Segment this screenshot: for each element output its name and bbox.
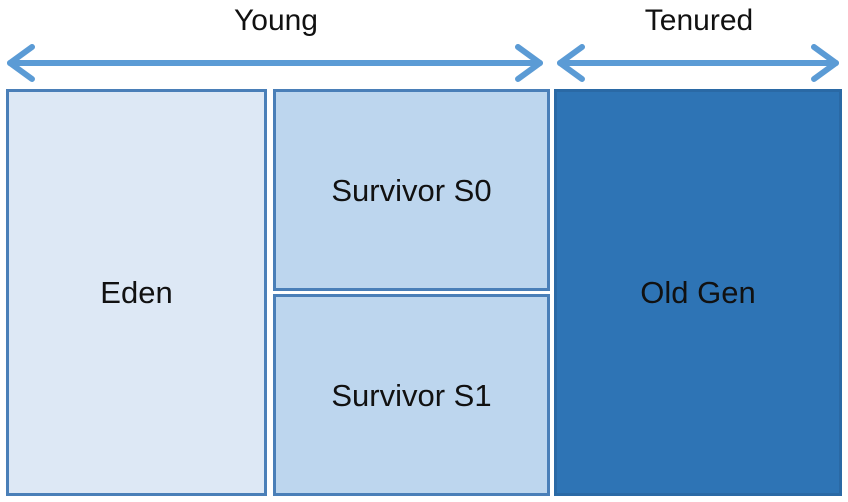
survivor-s1-label: Survivor S1 (331, 377, 492, 413)
survivor-s0-space: Survivor S0 (273, 89, 550, 291)
survivor-s0-label: Survivor S0 (331, 172, 492, 208)
old-gen-space: Old Gen (554, 89, 842, 496)
young-region-label: Young (234, 4, 318, 37)
survivor-s1-space: Survivor S1 (273, 294, 550, 496)
old-gen-label: Old Gen (640, 275, 756, 310)
tenured-span-arrow (557, 44, 839, 82)
eden-label: Eden (100, 275, 173, 310)
young-span-arrow (7, 44, 543, 82)
eden-space: Eden (6, 89, 267, 496)
tenured-region-label: Tenured (644, 4, 754, 37)
